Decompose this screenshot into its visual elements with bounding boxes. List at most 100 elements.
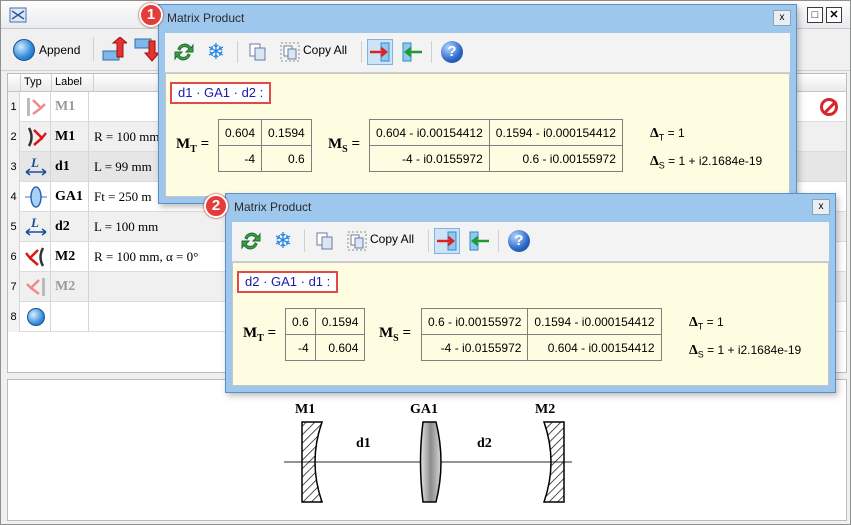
move-down-icon[interactable]	[133, 37, 159, 63]
help-button[interactable]: ?	[439, 39, 465, 65]
mt-a: 0.6	[285, 308, 316, 335]
copy-all-label[interactable]: Copy All	[303, 43, 348, 57]
toolbar-separator	[93, 37, 94, 61]
row-label: M2	[52, 272, 89, 302]
row-number: 6	[8, 242, 20, 272]
backward-direction-button[interactable]	[399, 39, 425, 65]
copy-button[interactable]	[245, 39, 271, 65]
ms-label: MS =	[379, 325, 412, 344]
matrix-product-window-1: Matrix Product x ❄ Copy All ? d1 · GA1 ·…	[158, 4, 797, 204]
delete-row-button[interactable]	[820, 98, 838, 116]
copy-all-button[interactable]	[344, 228, 370, 254]
callout-badge-1: 1	[139, 3, 163, 27]
distance-icon: L	[21, 152, 51, 182]
toolbar-separator	[431, 41, 432, 63]
row-label: d2	[52, 212, 89, 242]
refresh-button[interactable]	[238, 228, 264, 254]
svg-text:L: L	[30, 216, 39, 230]
svg-text:L: L	[30, 156, 39, 170]
popup-title: Matrix Product	[167, 11, 245, 25]
matrix-product-window-2: Matrix Product x ❄ Copy All ? d2 · GA1 ·…	[225, 193, 836, 393]
toolbar-separator	[304, 230, 305, 252]
help-icon: ?	[441, 41, 463, 63]
row-label: GA1	[52, 182, 89, 212]
mt-d: 0.6	[261, 145, 312, 172]
row-number: 4	[8, 182, 20, 212]
copy-icon	[316, 232, 333, 250]
type-column-header[interactable]: Typ	[21, 74, 52, 92]
ms-b: 0.1594 - i0.000154412	[488, 119, 623, 146]
matrix-expression: d1 · GA1 · d2 :	[170, 82, 272, 104]
maximize-button[interactable]: □	[807, 7, 823, 23]
help-icon: ?	[508, 230, 530, 252]
popup-toolbar: ❄ Copy All ?	[232, 222, 829, 262]
refresh-button[interactable]	[171, 39, 197, 65]
popup-toolbar: ❄ Copy All ?	[165, 33, 790, 73]
row-number: 8	[8, 302, 20, 332]
delta-s: ΔS = 1 + i2.1684e-19	[650, 154, 763, 171]
append-label: Append	[39, 43, 81, 57]
diagram-label-d1: d1	[356, 436, 371, 451]
ms-a: 0.604 - i0.00154412	[369, 119, 490, 146]
ms-d: 0.604 - i0.00154412	[527, 334, 662, 361]
app-icon	[9, 7, 27, 23]
row-number-header	[8, 74, 21, 92]
append-button[interactable]: Append	[9, 35, 84, 65]
row-label: M2	[52, 242, 89, 272]
append-icon	[13, 39, 35, 61]
mt-a: 0.604	[217, 119, 263, 146]
distance-icon: L	[21, 212, 51, 242]
row-params	[94, 302, 234, 332]
label-column-header[interactable]: Label	[52, 74, 94, 92]
copy-all-icon	[347, 231, 367, 251]
row-params: L = 99 mm	[94, 159, 152, 174]
stop-icon	[820, 98, 838, 116]
diagram-label-m2: M2	[535, 402, 556, 417]
backward-direction-button[interactable]	[466, 228, 492, 254]
matrix-expression: d2 · GA1 · d1 :	[237, 271, 339, 293]
close-window-button[interactable]: ✕	[826, 7, 842, 23]
mirror-icon	[21, 122, 51, 152]
mirror-icon	[21, 242, 51, 272]
delta-t: ΔT = 1	[689, 315, 724, 332]
row-number: 1	[8, 92, 20, 122]
ms-a: 0.6 - i0.00155972	[420, 308, 529, 335]
copy-all-label[interactable]: Copy All	[370, 232, 415, 246]
forward-direction-button[interactable]	[367, 39, 393, 65]
row-params: Ft = 250 m	[94, 189, 152, 204]
forward-direction-button[interactable]	[434, 228, 460, 254]
freeze-button[interactable]: ❄	[270, 228, 296, 254]
mirror-gray-icon	[21, 92, 51, 122]
popup-close-button[interactable]: x	[812, 199, 830, 215]
copy-all-button[interactable]	[277, 39, 303, 65]
ms-b: 0.1594 - i0.000154412	[527, 308, 662, 335]
popup-close-button[interactable]: x	[773, 10, 791, 26]
refresh-icon	[174, 43, 194, 61]
row-number: 2	[8, 122, 20, 152]
help-button[interactable]: ?	[506, 228, 532, 254]
ms-label: MS =	[328, 136, 361, 155]
toolbar-separator	[361, 41, 362, 63]
append-row-icon	[21, 302, 51, 332]
freeze-button[interactable]: ❄	[203, 39, 229, 65]
callout-badge-2: 2	[204, 194, 228, 218]
diagram-drawing	[284, 421, 572, 503]
diagram-label-m1: M1	[295, 402, 316, 417]
optical-diagram: M1 GA1 M2 d1 d2	[7, 379, 847, 521]
row-label: d1	[52, 152, 89, 182]
arrow-left-icon	[402, 42, 422, 62]
mt-label: MT =	[176, 136, 210, 155]
delta-s: ΔS = 1 + i2.1684e-19	[689, 343, 802, 360]
toolbar-separator	[428, 230, 429, 252]
move-up-icon[interactable]	[101, 37, 127, 63]
arrow-left-icon	[469, 231, 489, 251]
row-params	[94, 272, 234, 302]
copy-button[interactable]	[312, 228, 338, 254]
row-number: 3	[8, 152, 20, 182]
row-number: 7	[8, 272, 20, 302]
arrow-right-icon	[370, 42, 390, 62]
